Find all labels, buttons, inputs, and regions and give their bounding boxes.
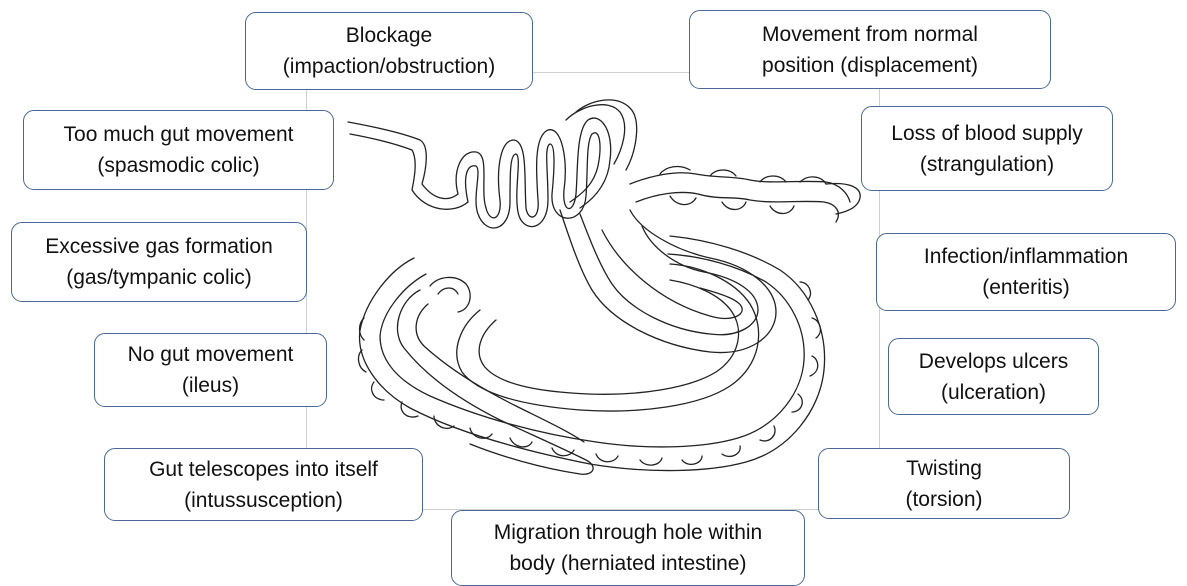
label-intussusception-line2: (intussusception) [184,488,343,512]
label-ileus-line1: No gut movement [127,343,294,366]
label-intussusception: Gut telescopes into itself (intussuscept… [104,448,423,521]
label-blockage-line1: Blockage [345,24,433,47]
label-ulceration-line1: Develops ulcers [918,349,1069,373]
label-gas-line1: Excessive gas formation [45,235,273,258]
label-strangulation-line2: (strangulation) [919,152,1055,176]
label-hernia-line2: body (herniated intestine) [509,552,747,575]
label-ulceration-line2: (ulceration) [940,380,1047,404]
label-gas-colic: Excessive gas formation (gas/tympanic co… [11,222,307,302]
label-ileus: No gut movement (ileus) [94,333,327,407]
label-blockage-line2: (impaction/obstruction) [282,55,496,78]
label-torsion-line1: Twisting [906,456,982,480]
label-torsion: Twisting (torsion) [818,448,1070,519]
label-hernia-line1: Migration through hole within [493,521,763,544]
label-gas-line2: (gas/tympanic colic) [66,266,252,289]
label-herniated-intestine: Migration through hole within body (hern… [451,510,805,586]
label-ileus-line2: (ileus) [181,374,240,397]
label-displacement: Movement from normal position (displacem… [689,10,1051,89]
label-strangulation-line1: Loss of blood supply [891,121,1083,145]
label-displacement-line1: Movement from normal [762,22,978,46]
intestine-illustration [347,99,861,475]
label-spasmodic-line1: Too much gut movement [63,123,294,146]
label-displacement-line2: position (displacement) [762,53,978,77]
label-torsion-line2: (torsion) [905,487,983,511]
label-strangulation: Loss of blood supply (strangulation) [861,106,1113,191]
label-enteritis-line2: (enteritis) [982,276,1070,299]
label-enteritis-line1: Infection/inflammation [923,245,1129,268]
label-blockage: Blockage (impaction/obstruction) [245,12,533,90]
label-ulceration: Develops ulcers (ulceration) [888,338,1099,415]
label-intussusception-line1: Gut telescopes into itself [149,457,378,481]
label-spasmodic-colic: Too much gut movement (spasmodic colic) [23,110,334,190]
label-spasmodic-line2: (spasmodic colic) [97,154,260,177]
label-enteritis: Infection/inflammation (enteritis) [876,233,1176,311]
